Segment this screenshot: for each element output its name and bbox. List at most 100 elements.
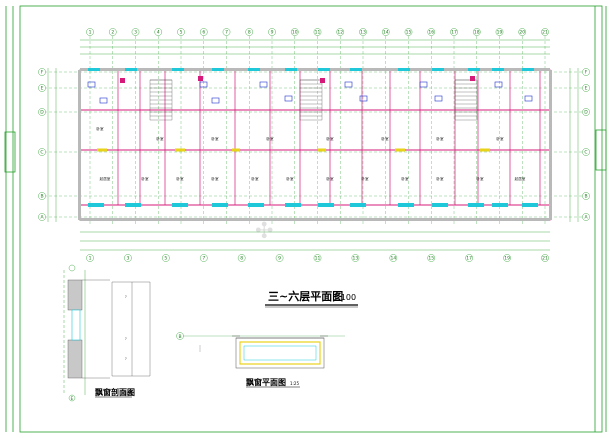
window-top <box>432 68 444 71</box>
fixture-marker <box>470 76 475 81</box>
window-bottom <box>125 203 141 207</box>
axis-number-top-2: 2 <box>111 30 114 36</box>
window-top <box>468 68 480 71</box>
axis-bubble-right-F <box>582 68 590 76</box>
axis-bubble-top-9 <box>268 28 276 36</box>
axis-number-top-13: 13 <box>360 30 366 36</box>
room-label: 卧室 <box>251 176 259 181</box>
wall-fills <box>78 68 552 221</box>
axis-number-top-7: 7 <box>225 30 228 36</box>
axis-letter-left-E: E <box>41 86 44 92</box>
window-bottom <box>398 203 414 207</box>
window-top <box>318 68 330 71</box>
room-label: 卧室 <box>211 136 219 141</box>
axis-bubble-bottom-9 <box>275 254 284 262</box>
window-bottom <box>172 203 188 207</box>
axis-bubble-bottom-14 <box>389 254 398 262</box>
axis-bubble-top-20 <box>518 28 527 36</box>
room-label: 卧室 <box>156 136 164 141</box>
stairwell <box>149 79 173 121</box>
bay-window-plan-detail: B 飘窗平面图 1:25 <box>176 332 345 388</box>
axis-bubble-top-14 <box>381 28 390 36</box>
axis-number-top-12: 12 <box>337 30 343 36</box>
fixture-icon <box>284 95 293 102</box>
axis-number-bottom-9: 9 <box>278 256 281 262</box>
svg-text:?: ? <box>125 295 127 299</box>
window-yellow <box>318 148 326 152</box>
axis-bubble-bottom-13 <box>351 254 360 262</box>
room-label: 起居室 <box>515 176 526 181</box>
axis-bubble-top-10 <box>290 28 299 36</box>
axis-number-top-10: 10 <box>292 30 298 36</box>
room-label: 卧室 <box>496 136 504 141</box>
window-top <box>285 68 297 71</box>
window-bottom <box>432 203 448 207</box>
axis-bubble-bottom-21 <box>541 254 549 262</box>
axis-bubble-top-3 <box>131 28 140 36</box>
window-top <box>125 68 137 71</box>
drawing-frame <box>4 5 607 433</box>
window-top <box>398 68 410 71</box>
wall-fill <box>78 70 81 220</box>
axis-number-top-19: 19 <box>497 30 503 36</box>
axis-number-top-9: 9 <box>271 30 274 36</box>
room-label: 卧室 <box>381 136 389 141</box>
svg-text:✣: ✣ <box>255 219 273 244</box>
room-label: 起居室 <box>100 176 111 181</box>
axis-number-bottom-15: 15 <box>428 256 434 262</box>
axis-bubble-top-18 <box>472 28 481 36</box>
fixture-icon <box>87 81 96 88</box>
axis-bubble-top-13 <box>359 28 367 36</box>
room-label: 卧室 <box>211 176 219 181</box>
fixture-icon <box>434 95 443 102</box>
fixture-marker <box>120 78 125 83</box>
axis-bubble-top-7 <box>222 28 231 36</box>
window-bottom <box>285 203 301 207</box>
axis-number-top-17: 17 <box>451 30 457 36</box>
window-bottom <box>212 203 228 207</box>
axis-bubble-left-A <box>38 213 46 221</box>
axis-number-bottom-13: 13 <box>353 256 359 262</box>
axis-number-top-20: 20 <box>519 30 525 36</box>
axis-bubble-top-15 <box>404 28 413 36</box>
side-dimension-lines <box>47 68 579 222</box>
axis-number-bottom-11: 11 <box>315 256 321 262</box>
fixture-icon <box>494 81 503 88</box>
axis-bubble-bottom-15 <box>427 254 436 262</box>
windows <box>88 68 538 207</box>
axis-number-top-5: 5 <box>180 30 183 36</box>
window-bottom <box>318 203 334 207</box>
axis-letter-right-B: B <box>584 194 587 200</box>
axis-number-top-6: 6 <box>202 30 205 36</box>
interior-walls <box>117 70 541 205</box>
fixture-icon <box>524 95 533 102</box>
main-scale: 1:100 <box>333 293 356 302</box>
axis-letter-right-A: A <box>584 215 588 221</box>
axis-bubble-top-2 <box>108 28 117 36</box>
axis-bubble-top-12 <box>336 28 345 36</box>
axis-letter-right-D: D <box>584 110 588 116</box>
axis-bubble-top-21 <box>541 28 549 36</box>
section-detail-title: 飘窗剖面图 <box>95 387 135 397</box>
axis-bubble-top-4 <box>154 28 163 36</box>
axis-number-top-8: 8 <box>248 30 251 36</box>
axis-bubble-right-D <box>582 108 590 116</box>
window-top <box>212 68 224 71</box>
window-yellow <box>232 148 240 152</box>
axis-number-bottom-17: 17 <box>466 256 472 262</box>
room-label: 卧室 <box>326 136 334 141</box>
window-top <box>522 68 534 71</box>
axis-bubble-right-B <box>582 192 590 200</box>
axis-number-bottom-5: 5 <box>164 256 167 262</box>
axis-letter-left-B: B <box>40 194 43 200</box>
wall-fill <box>549 70 552 220</box>
axis-bubble-left-C <box>38 148 46 156</box>
main-title: 三~六层平面图 <box>268 289 343 303</box>
detail-axis-letter-e: E <box>71 396 74 402</box>
svg-text:?: ? <box>125 337 127 341</box>
window-bottom <box>492 203 508 207</box>
room-label: 卧室 <box>401 176 409 181</box>
